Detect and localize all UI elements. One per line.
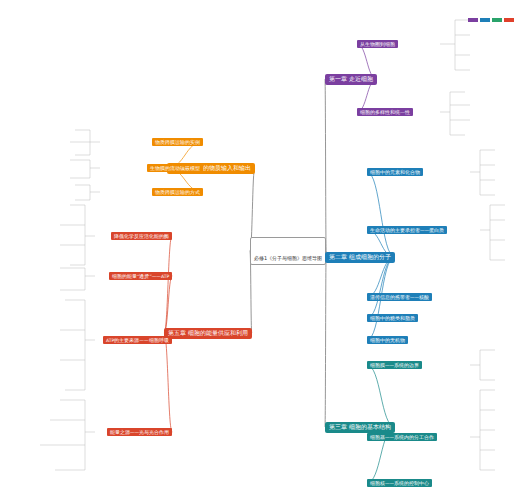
topic-node: 细胞器——系统内的分工合作: [367, 433, 437, 441]
topic-node: 细胞中的无机物: [367, 336, 408, 344]
node-label: 从生物圈到细胞: [360, 42, 395, 47]
topic-node: 遗传信息的携带者——核酸: [367, 293, 432, 301]
branch-connector: [367, 257, 395, 297]
node-label: 必修1《分子与细胞》思维导图: [254, 255, 322, 261]
topic-node: 细胞中的糖类和脂质: [367, 314, 418, 322]
node-label: 生物膜的流动镶嵌模型: [150, 166, 200, 171]
node-label: 细胞中的元素和化合物: [370, 170, 420, 175]
topic-node: 物质跨膜运输的实例: [152, 138, 203, 146]
node-label: 第五章 细胞的能量供应和利用: [168, 330, 248, 337]
node-label: 生命活动的主要承担者——蛋白质: [370, 228, 444, 233]
branch-connector: [164, 333, 172, 432]
root-node: 必修1《分子与细胞》思维导图: [250, 237, 326, 265]
node-label: 物质跨膜运输的方式: [155, 190, 200, 195]
node-label: 细胞中的糖类和脂质: [370, 316, 415, 321]
topic-node: 生命活动的主要承担者——蛋白质: [367, 226, 447, 234]
branch-connector: [164, 276, 172, 333]
branch-connector: [325, 79, 326, 251]
chapter-node: 第一章 走近细胞: [325, 74, 377, 85]
branch-connector: [367, 257, 395, 318]
topic-node: 细胞中的元素和化合物: [367, 168, 423, 176]
node-label: 第一章 走近细胞: [329, 76, 373, 83]
topic-node: 从生物圈到细胞: [357, 40, 398, 48]
topic-node: 细胞核——系统的控制中心: [367, 479, 432, 487]
topic-node: 能量之源——光与光合作用: [107, 428, 172, 436]
chapter-node: 第三章 细胞的基本结构: [325, 422, 395, 433]
topic-node: 细胞的多样性和统一性: [357, 108, 413, 116]
node-label: 细胞膜——系统的边界: [370, 363, 419, 368]
topic-node: 物质跨膜运输的方式: [152, 188, 203, 196]
branch-connector: [164, 236, 172, 333]
topic-node: 细胞膜——系统的边界: [367, 361, 422, 369]
branch-connector: [367, 365, 395, 427]
node-label: 第三章 细胞的基本结构: [329, 424, 391, 431]
node-label: 降低化学反应活化能的酶: [114, 234, 169, 239]
node-label: 细胞的能量“通货”——ATP: [112, 274, 169, 279]
node-label: 细胞核——系统的控制中心: [370, 481, 429, 486]
topic-node: ATP的主要来源——细胞呼吸: [103, 336, 172, 344]
branch-connector: [367, 172, 395, 257]
node-label: 细胞的多样性和统一性: [360, 110, 410, 115]
chapter-node: 第二章 组成细胞的分子: [325, 252, 395, 263]
branch-connector: [325, 251, 326, 427]
node-label: 细胞中的无机物: [370, 338, 405, 343]
chapter-node: 第五章 细胞的能量供应和利用: [164, 328, 252, 339]
node-label: ATP的主要来源——细胞呼吸: [106, 338, 169, 343]
node-label: 物质跨膜运输的实例: [155, 140, 200, 145]
topic-node: 降低化学反应活化能的酶: [111, 232, 172, 240]
node-label: 遗传信息的携带者——核酸: [370, 295, 429, 300]
node-label: 能量之源——光与光合作用: [110, 430, 169, 435]
node-label: 第二章 组成细胞的分子: [329, 254, 391, 261]
node-label: 细胞器——系统内的分工合作: [370, 435, 434, 440]
topic-node: 细胞的能量“通货”——ATP: [109, 272, 172, 280]
topic-node: 生物膜的流动镶嵌模型: [147, 164, 203, 172]
